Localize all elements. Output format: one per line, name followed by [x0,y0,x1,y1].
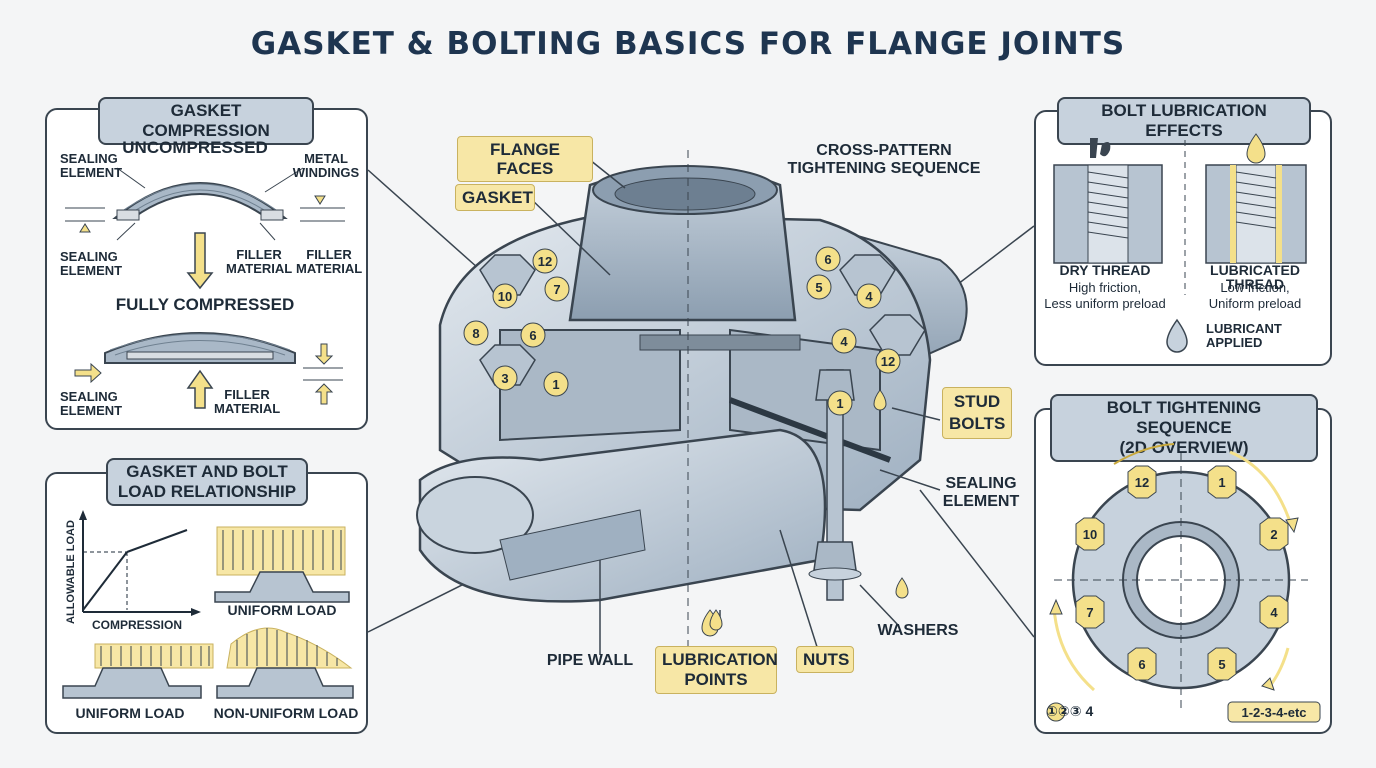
uniform-load-diagram-2 [62,643,214,699]
gasket-compression-title: GASKET COMPRESSION [98,97,314,145]
flange-faces-tag: FLANGE FACES [457,136,593,182]
sequence-panel-title: BOLT TIGHTENING SEQUENCE (2D OVERVIEW) [1050,394,1318,462]
sequence-legend-right: 1-2-3-4-etc [1241,705,1307,720]
sealing-element-label-2: SEALING ELEMENT [60,249,123,278]
svg-text:5: 5 [815,280,822,295]
uniform-load-label-2: UNIFORM LOAD [75,705,185,721]
non-uniform-load-diagram [216,627,354,699]
dry-thread-diagram [1053,138,1163,264]
sequence-diagram [1046,443,1321,723]
bolt-number-6a: 6 [520,322,546,348]
lub-desc-2: Uniform preload [1208,296,1302,311]
bolt-number-5: 5 [806,274,832,300]
compress-down-arrow [186,232,214,290]
washers-label: WASHERS [877,622,959,639]
bolt-number-8: 8 [463,320,489,346]
side-arrow [74,362,102,384]
sequence-title-line-2: (2D OVERVIEW) [1119,438,1249,457]
seq-bolt-6: 6 [1127,647,1157,681]
seq-bolt-12: 12 [1127,465,1157,499]
filler-material-label-3: FILLER MATERIAL [214,387,281,416]
svg-text:12: 12 [538,254,552,269]
svg-text:1: 1 [836,396,843,411]
load-compression-graph [79,510,201,616]
lubrication-illustration [1053,133,1307,353]
bolt-number-7: 7 [544,276,570,302]
dry-desc-1: High friction, [1068,280,1142,295]
svg-text:4: 4 [865,289,873,304]
svg-text:1: 1 [552,377,559,392]
svg-text:8: 8 [472,326,479,341]
metal-windings-label: METAL WINDINGS [292,151,360,180]
sealing-element-label-1: SEALING ELEMENT [60,151,123,180]
bolt-number-12a: 12 [532,248,558,274]
fully-compressed-label: FULLY COMPRESSED [115,295,295,314]
compressed-gasket-shape [104,332,296,364]
sealing-element-label: SEALING ELEMENT [942,475,1020,510]
svg-text:6: 6 [529,328,536,343]
svg-text:4: 4 [840,334,848,349]
svg-text:3: 3 [501,371,508,386]
bolt-number-4b: 4 [831,328,857,354]
cross-pattern-label: CROSS-PATTERN TIGHTENING SEQUENCE [787,142,981,177]
pipe-wall-label: PIPE WALL [546,652,634,669]
svg-text:7: 7 [553,282,560,297]
seq-bolt-1: 1 [1207,465,1237,499]
uncompressed-label: UNCOMPRESSED [122,138,268,157]
sequence-legend-left: ①②③ 4 [1046,703,1094,719]
svg-text:7: 7 [1086,605,1093,620]
seq-bolt-7: 7 [1075,595,1105,629]
bolt-number-1b: 1 [827,390,853,416]
gasket-compression-panel [45,108,368,430]
filler-material-label-1: FILLER MATERIAL [226,247,293,276]
gasket-tag: GASKET [455,184,535,211]
sealing-element-label-3: SEALING ELEMENT [60,389,123,418]
bolt-number-4a: 4 [856,283,882,309]
seq-bolt-2: 2 [1259,517,1289,551]
svg-text:4: 4 [1270,605,1278,620]
compression-axis-label: COMPRESSION [91,618,182,632]
page-title: GASKET & BOLTING BASICS FOR FLANGE JOINT… [250,26,1126,62]
load-relationship-title: GASKET AND BOLT LOAD RELATIONSHIP [106,458,308,506]
lubricant-drop-icon [1166,318,1188,353]
gasket-compression-illustration [65,167,345,409]
svg-text:2: 2 [1270,527,1277,542]
svg-text:1: 1 [1218,475,1225,490]
seq-bolt-4: 4 [1259,595,1289,629]
svg-text:12: 12 [881,354,895,369]
non-uniform-load-label: NON-UNIFORM LOAD [213,705,359,721]
svg-text:5: 5 [1218,657,1225,672]
svg-text:10: 10 [498,289,512,304]
svg-text:6: 6 [824,252,831,267]
svg-text:10: 10 [1083,527,1097,542]
lubricated-thread-label: LUBRICATED THREAD [1210,262,1300,292]
lubrication-panel-title: BOLT LUBRICATION EFFECTS [1057,97,1311,145]
uniform-load-diagram-1 [214,526,350,603]
svg-text:6: 6 [1138,657,1145,672]
dry-desc-2: Less uniform preload [1044,296,1166,311]
lub-desc-1: Low friction, [1220,280,1290,295]
bolt-number-12b: 12 [875,348,901,374]
uncompressed-gasket-shape [112,182,288,221]
compress-up-arrow [186,369,214,409]
seq-bolt-5: 5 [1207,647,1237,681]
nuts-tag: NUTS [796,646,854,673]
sequence-title-line-1: BOLT TIGHTENING SEQUENCE [1106,398,1262,437]
lubricant-applied-label: LUBRICANT APPLIED [1206,321,1282,350]
bolt-number-6b: 6 [815,246,841,272]
lubrication-points-tag: LUBRICATION POINTS [655,646,778,694]
seq-bolt-10: 10 [1075,517,1105,551]
bolt-number-1a: 1 [543,371,569,397]
filler-material-label-2: FILLER MATERIAL [296,247,363,276]
uniform-load-label-1: UNIFORM LOAD [227,602,337,618]
bolt-number-3: 3 [492,365,518,391]
svg-text:12: 12 [1135,475,1149,490]
bolt-number-10: 10 [492,283,518,309]
lubricated-thread-diagram [1205,133,1307,264]
stud-bolts-tag: STUD BOLTS [942,387,1012,439]
load-relationship-illustration [62,510,354,699]
dry-thread-label: DRY THREAD [1059,262,1151,278]
